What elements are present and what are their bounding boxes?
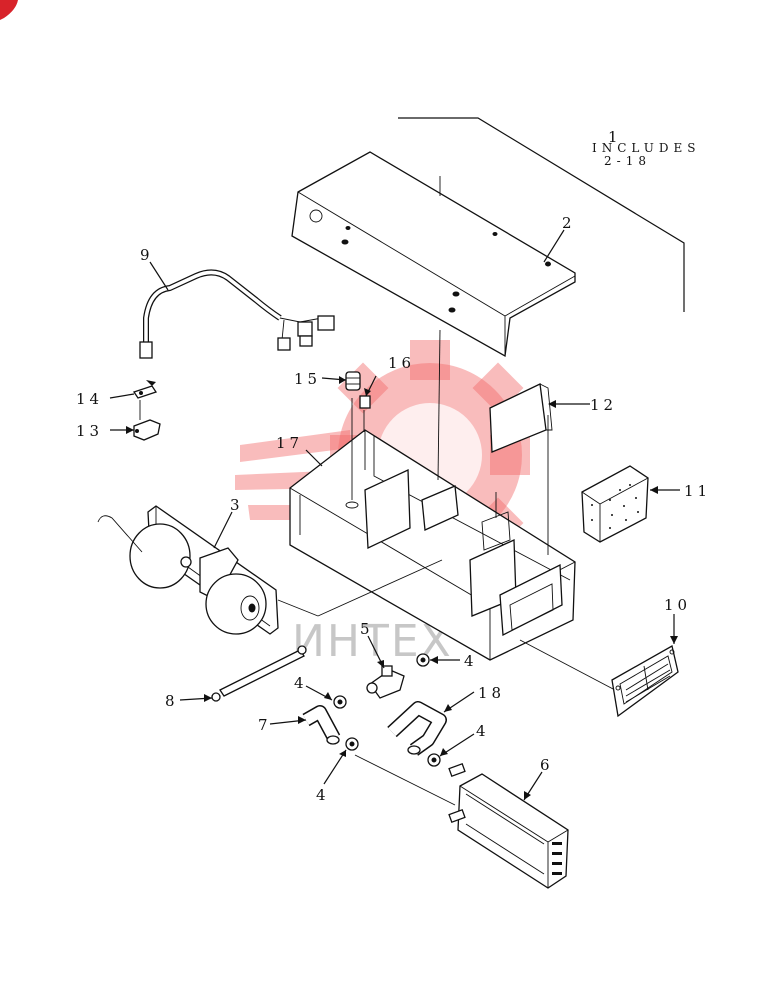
callout-8: 8 <box>165 692 179 710</box>
bracket-13-part <box>133 419 161 441</box>
callout-4d: 4 <box>476 722 490 740</box>
blower-3-part <box>97 505 279 635</box>
callout-15: 15 <box>294 370 321 388</box>
includes-bracket-line <box>398 117 685 312</box>
housing-part <box>289 429 576 661</box>
callout-17: 17 <box>276 434 303 452</box>
heater-core-6-part <box>448 763 569 889</box>
grommet-15-part <box>345 371 361 391</box>
arrowheads <box>126 376 678 800</box>
clamp-4a-part <box>416 653 430 667</box>
bracket-14-part <box>132 385 158 399</box>
callout-4b: 4 <box>294 674 308 692</box>
callout-11: 11 <box>684 482 711 500</box>
louver-grille-part <box>611 645 679 718</box>
callout-2: 2 <box>562 214 576 232</box>
callout-4c: 4 <box>316 786 330 804</box>
callout-4a: 4 <box>464 652 478 670</box>
wire-harness-part <box>139 269 335 359</box>
clamp-4d-part <box>427 753 441 767</box>
top-cover-part <box>291 151 576 358</box>
callout-14: 14 <box>76 390 103 408</box>
callout-1: 1 <box>608 128 622 146</box>
callout-10: 10 <box>664 596 691 614</box>
guide-lines <box>277 329 616 806</box>
rod-8-part <box>211 645 307 702</box>
callout-6: 6 <box>540 756 554 774</box>
elbow-hose-7-part <box>302 705 341 745</box>
callout-18: 18 <box>478 684 505 702</box>
includes-range: 2-18 <box>604 154 651 168</box>
callout-16: 16 <box>388 354 415 372</box>
callout-13: 13 <box>76 422 103 440</box>
valve-5-part <box>366 665 405 699</box>
filter-11-part <box>581 465 649 543</box>
nut-16-part <box>359 395 371 409</box>
panel-12-part <box>489 383 553 453</box>
clamp-4c-part <box>345 737 359 751</box>
corner-badge <box>0 0 18 20</box>
clamp-4b-part <box>333 695 347 709</box>
callout-5: 5 <box>360 620 374 638</box>
includes-label: INCLUDES <box>592 141 700 155</box>
callout-12: 12 <box>590 396 617 414</box>
callout-3: 3 <box>230 496 244 514</box>
callout-9: 9 <box>140 246 154 264</box>
hose-18-part <box>387 701 447 756</box>
callout-7: 7 <box>258 716 272 734</box>
